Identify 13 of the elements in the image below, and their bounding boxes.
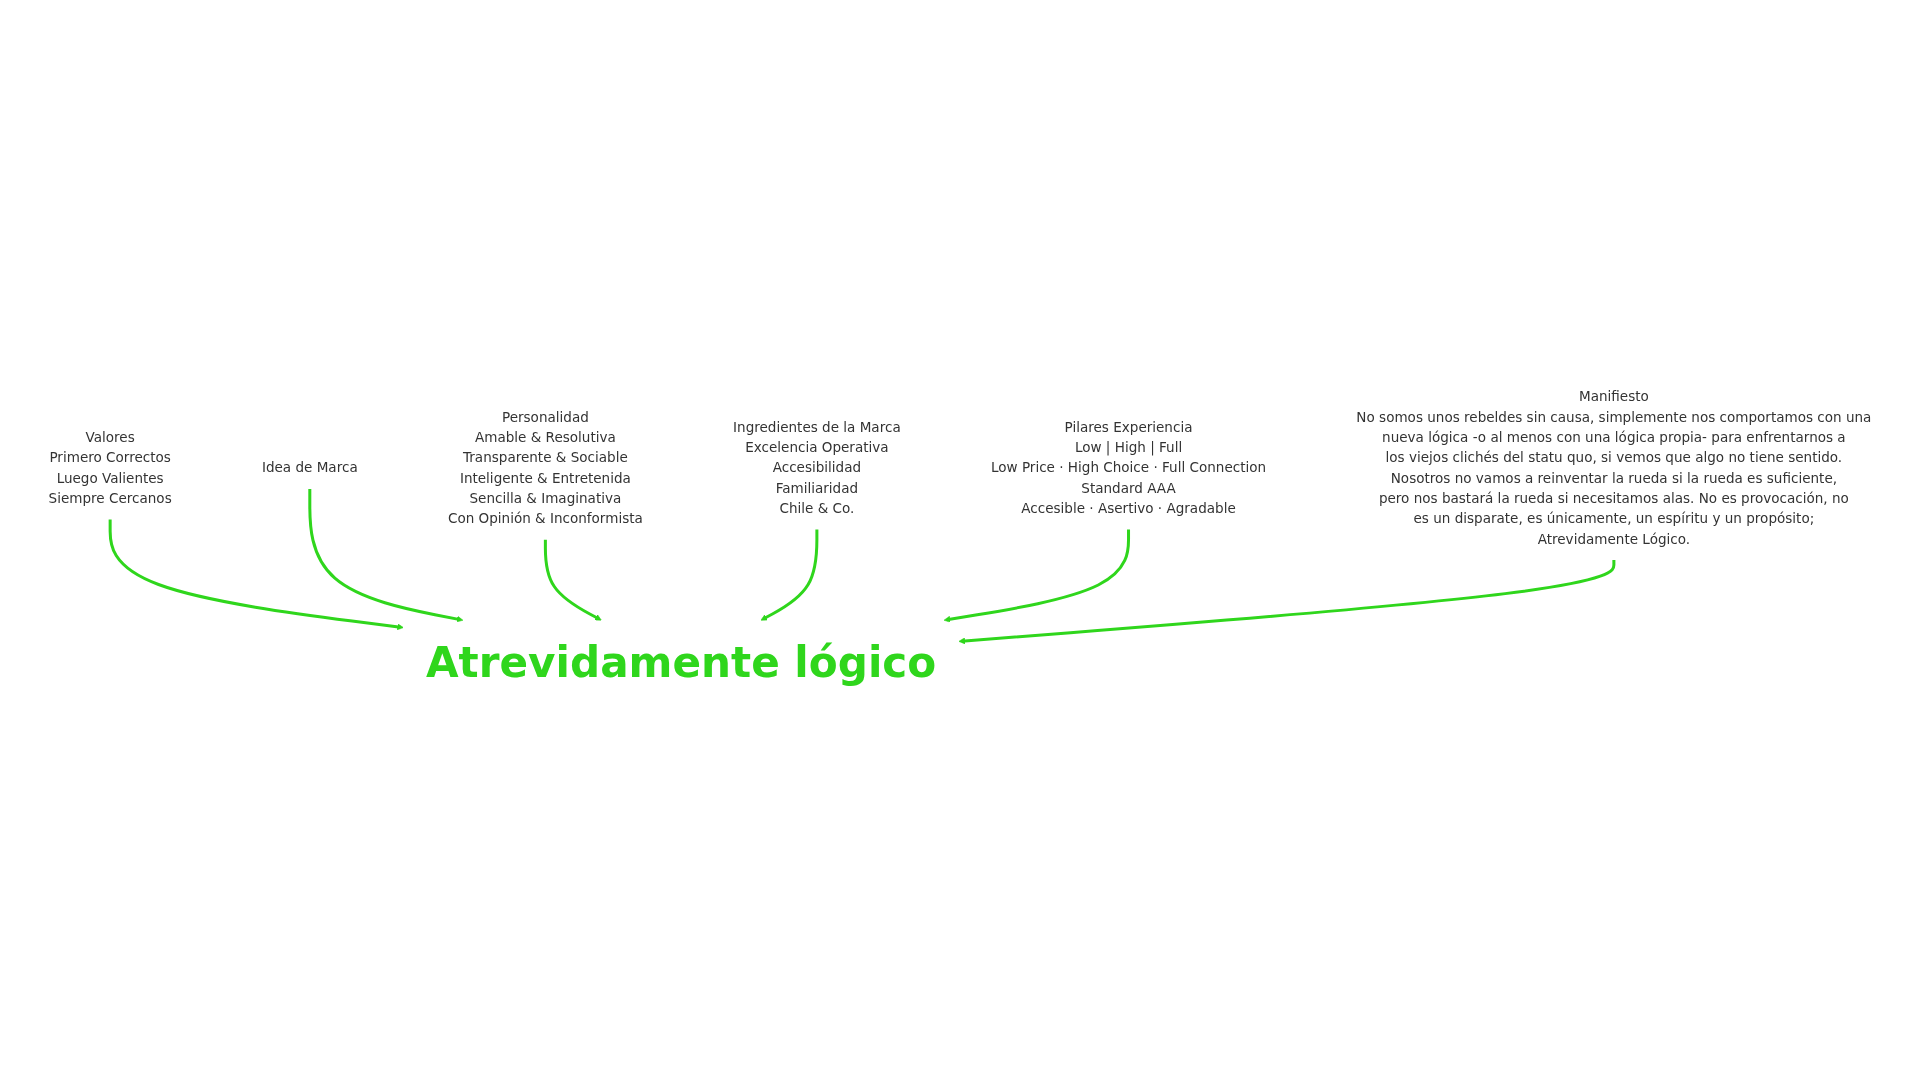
arrow — [108, 518, 404, 630]
node-text: Valores Primero Correctos Luego Valientes Siempre Cercanos — [48, 428, 172, 506]
node-text: Idea de Marca — [261, 459, 358, 475]
arrow — [308, 488, 464, 622]
node-text: Manifiesto No somos unos rebeldes sin causa, simplemente nos comportamos con una nueva lógica -o al menos con una lógica propia- para enfrentarnos a los viejos clichés del statu quo, si vemos que algo no tiene sentido. Nosotros no vamos a reinventar la rueda si la rueda es suficiente, pero nos bastará la rueda si necesitamos alas. No es provocación, no es un disparate, es únicamente, un espíritu y un propósito; Atrevidamente Lógico. — [1356, 388, 1872, 547]
node-text: Personalidad Amable & Resolutiva Transparente & Sociable Inteligente & Entretenida Sencilla & Imaginativa Con Opinión & Inconformista — [447, 408, 643, 526]
arrow — [958, 559, 1616, 644]
arrow — [760, 529, 819, 620]
node-text: Ingredientes de la Marca Excelencia Operativa Accesibilidad Familiaridad Chile & Co. — [733, 418, 901, 516]
node-text: Atrevidamente lógico — [426, 637, 937, 687]
arrow — [943, 529, 1131, 622]
arrow — [543, 539, 602, 620]
node-text: Pilares Experiencia Low | High | Full Low Price · High Choice · Full Connection Standard AAA Accesible · Asertivo · Agradable — [990, 418, 1267, 516]
